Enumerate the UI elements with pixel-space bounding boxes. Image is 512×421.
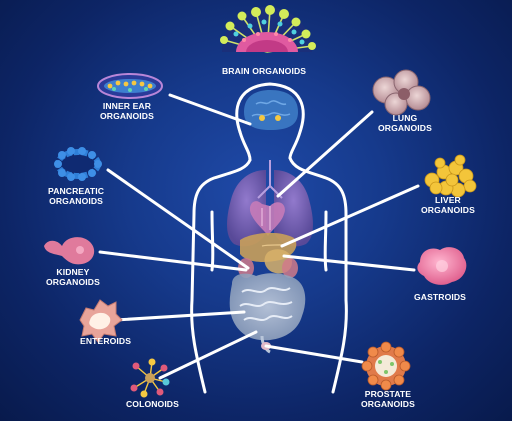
connector-kidney [98, 250, 248, 272]
liver-organoid-icon [424, 154, 477, 198]
label-pancreatic-organoids: PANCREATIC ORGANOIDS [48, 186, 105, 206]
heart-organ [249, 201, 285, 236]
label-prostate-organoids: PROSTATE ORGANOIDS [361, 389, 415, 409]
prostate-organoid-icon [361, 341, 411, 391]
connector-prostate [264, 344, 364, 364]
head-outline [235, 82, 305, 160]
brain-organoid-icon [220, 5, 316, 53]
torso-outline-left [190, 158, 252, 394]
connector-colonoids [158, 330, 258, 380]
connector-lines [98, 93, 420, 380]
colonoid-organoid-icon [130, 358, 170, 398]
label-colonoids: COLONOIDS [126, 399, 179, 409]
connector-gastroids [282, 254, 416, 272]
lung-organoid-icon [372, 69, 431, 116]
kidney-organoid-icon [44, 237, 95, 265]
connector-inner-ear [168, 93, 252, 126]
pancreatic-organoid-icon [54, 147, 102, 181]
label-gastroids: GASTROIDS [414, 292, 466, 302]
inner-ear-organoid-icon [97, 73, 163, 99]
label-kidney-organoids: KIDNEY ORGANOIDS [46, 267, 100, 287]
label-inner-ear-organoids: INNER EAR ORGANOIDS [100, 101, 154, 121]
label-lung-organoids: LUNG ORGANOIDS [378, 113, 432, 133]
label-brain-organoids: BRAIN ORGANOIDS [222, 66, 307, 76]
label-enteroids: ENTEROIDS [80, 336, 132, 346]
brain-organ [244, 90, 298, 130]
enteroid-organoid-icon [79, 299, 123, 343]
connector-pancreatic [106, 168, 250, 270]
intestines-organ [229, 273, 306, 354]
label-liver-organoids: LIVER ORGANOIDS [421, 195, 475, 215]
connector-lung [276, 110, 374, 198]
gastroid-organoid-icon [417, 247, 467, 285]
connector-liver [280, 184, 420, 248]
connector-enteroids [114, 310, 246, 322]
